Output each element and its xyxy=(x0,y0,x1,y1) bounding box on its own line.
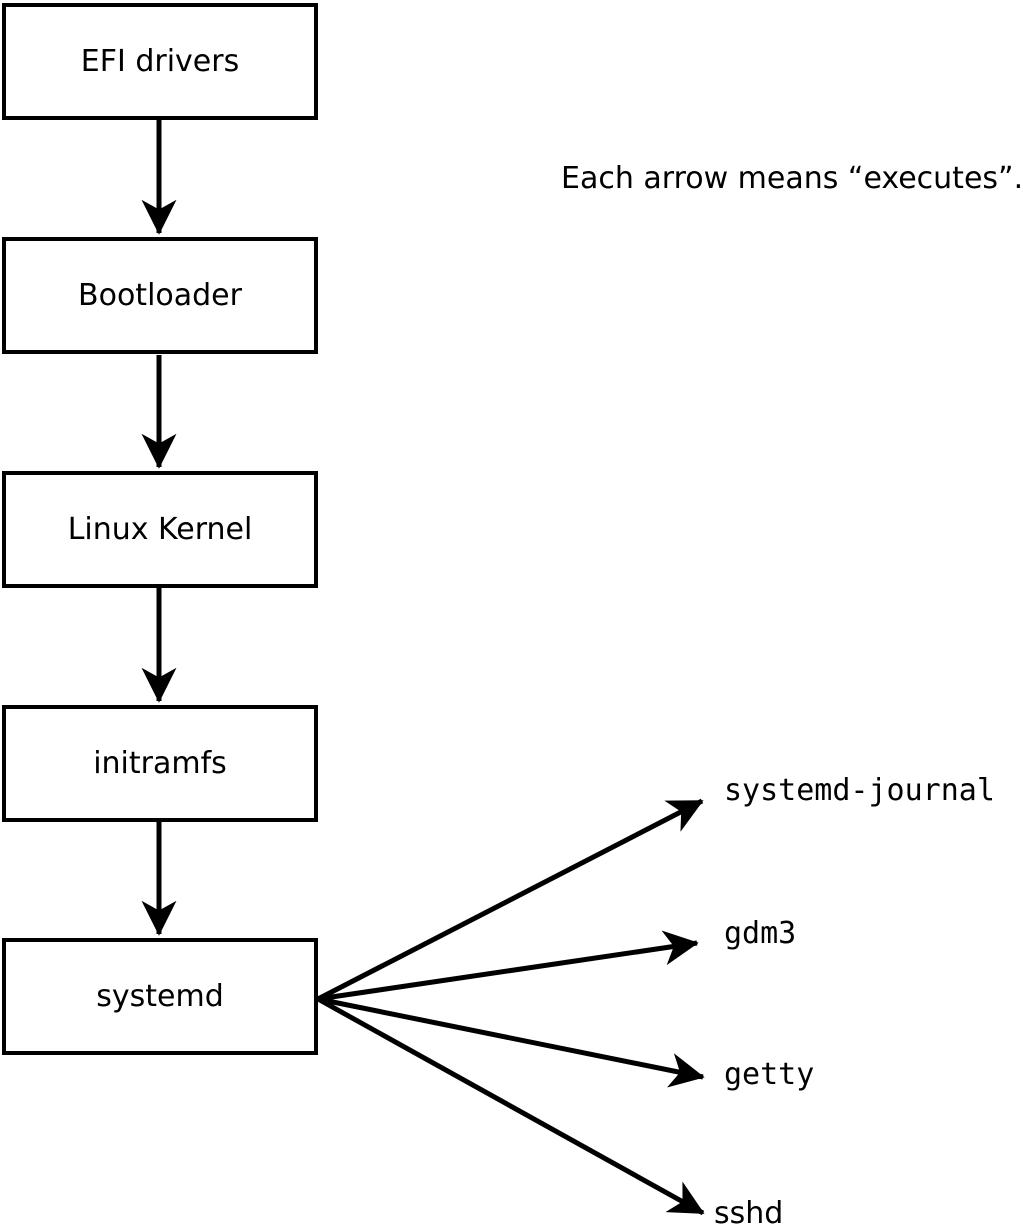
node-efi-drivers: EFI drivers xyxy=(2,3,318,120)
spawned-process-gdm3: gdm3 xyxy=(724,916,797,951)
arrow-meaning-note: Each arrow means “executes”. xyxy=(561,161,1023,196)
spawned-process-sshd: sshd xyxy=(714,1196,784,1230)
node-linux-kernel-label: Linux Kernel xyxy=(67,511,253,547)
arrow-systemd-to-getty xyxy=(317,996,705,1088)
node-bootloader: Bootloader xyxy=(2,237,318,354)
node-systemd-label: systemd xyxy=(96,978,224,1014)
node-bootloader-label: Bootloader xyxy=(78,277,242,313)
spawned-process-systemd-journal: systemd-journal xyxy=(724,773,995,808)
node-systemd: systemd xyxy=(2,938,318,1055)
node-initramfs-label: initramfs xyxy=(93,745,227,781)
arrow-systemd-to-sshd xyxy=(316,996,705,1216)
arrow-systemd-to-journal xyxy=(316,798,704,1002)
node-efi-drivers-label: EFI drivers xyxy=(80,43,240,79)
spawned-process-getty: getty xyxy=(724,1057,815,1092)
node-initramfs: initramfs xyxy=(2,705,318,822)
arrow-systemd-to-gdm3 xyxy=(317,930,699,1002)
node-linux-kernel: Linux Kernel xyxy=(2,471,318,588)
